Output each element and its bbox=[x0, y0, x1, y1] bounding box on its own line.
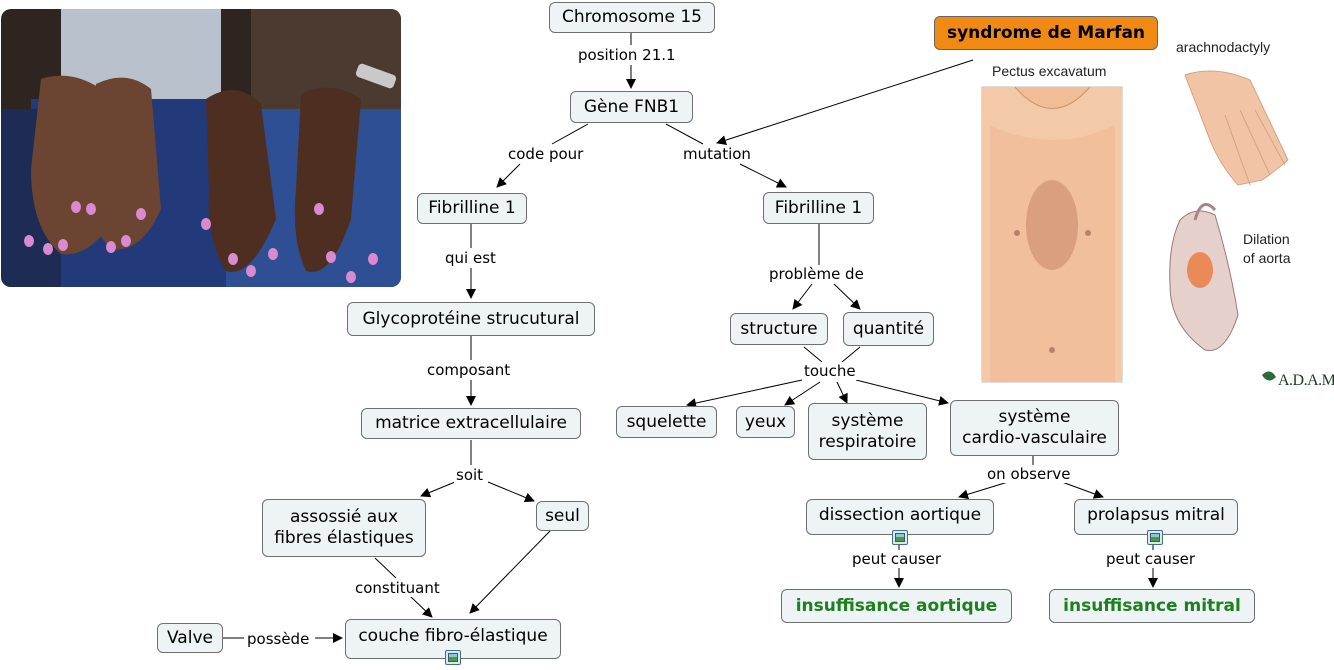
link-label-peut-causer: peut causer bbox=[850, 550, 944, 568]
node-systeme-respiratoire[interactable]: système respiratoire bbox=[808, 403, 927, 460]
node-syndrome-de-marfan[interactable]: syndrome de Marfan bbox=[934, 16, 1158, 50]
node-yeux[interactable]: yeux bbox=[736, 406, 795, 438]
node-structure[interactable]: structure bbox=[730, 313, 828, 345]
link-label-qui-est: qui est bbox=[443, 249, 498, 267]
node-dissection-aortique[interactable]: dissection aortique bbox=[806, 499, 994, 535]
node-fibrilline-1-left[interactable]: Fibrilline 1 bbox=[417, 193, 527, 224]
node-valve[interactable]: Valve bbox=[157, 623, 223, 653]
pectus-excavatum-illustration bbox=[981, 70, 1289, 383]
node-chromosome-15[interactable]: Chromosome 15 bbox=[549, 2, 715, 33]
node-seul[interactable]: seul bbox=[536, 501, 589, 531]
link-label-position: position 21.1 bbox=[576, 46, 678, 64]
node-fibrilline-1-right[interactable]: Fibrilline 1 bbox=[763, 192, 874, 224]
adam-credit: A.D.A.M. bbox=[1278, 372, 1334, 389]
link-label-possede: possède bbox=[245, 630, 312, 648]
resource-image-icon[interactable] bbox=[445, 650, 461, 665]
hands-photo bbox=[1, 9, 401, 287]
link-label-composant: composant bbox=[425, 361, 513, 379]
node-glycoproteine[interactable]: Glycoprotéine strucutural bbox=[347, 302, 595, 336]
node-associe-fibres-elastiques[interactable]: assossié aux fibres élastiques bbox=[262, 499, 426, 557]
dilation-aorta-label: Dilation of aorta bbox=[1243, 231, 1291, 266]
arachnodactyly-hands-image bbox=[1, 9, 401, 287]
medical-illustration bbox=[970, 55, 1334, 395]
link-label-probleme-de: problème de bbox=[767, 265, 866, 283]
link-label-on-observe: on observe bbox=[985, 465, 1073, 483]
node-gene-fnb1[interactable]: Gène FNB1 bbox=[570, 91, 693, 123]
node-quantite[interactable]: quantité bbox=[843, 312, 934, 346]
link-label-peut-causer: peut causer bbox=[1104, 550, 1198, 568]
resource-image-icon[interactable] bbox=[1147, 530, 1163, 545]
node-insuffisance-mitral[interactable]: insuffisance mitral bbox=[1049, 589, 1255, 623]
node-matrice-extracellulaire[interactable]: matrice extracellulaire bbox=[361, 408, 581, 439]
link-label-touche: touche bbox=[802, 362, 858, 380]
resource-image-icon[interactable] bbox=[892, 530, 908, 545]
node-squelette[interactable]: squelette bbox=[616, 406, 717, 438]
link-label-soit: soit bbox=[454, 466, 486, 484]
pectus-excavatum-label: Pectus excavatum bbox=[992, 63, 1107, 79]
node-prolapsus-mitral[interactable]: prolapsus mitral bbox=[1074, 499, 1238, 535]
link-label-mutation: mutation bbox=[681, 145, 753, 163]
arachnodactyly-label: arachnodactyly bbox=[1176, 39, 1271, 55]
node-insuffisance-aortique[interactable]: insuffisance aortique bbox=[781, 589, 1012, 623]
node-systeme-cardio-vasculaire[interactable]: système cardio-vasculaire bbox=[950, 400, 1119, 456]
link-label-code-pour: code pour bbox=[506, 145, 586, 163]
link-label-constituant: constituant bbox=[353, 579, 442, 597]
